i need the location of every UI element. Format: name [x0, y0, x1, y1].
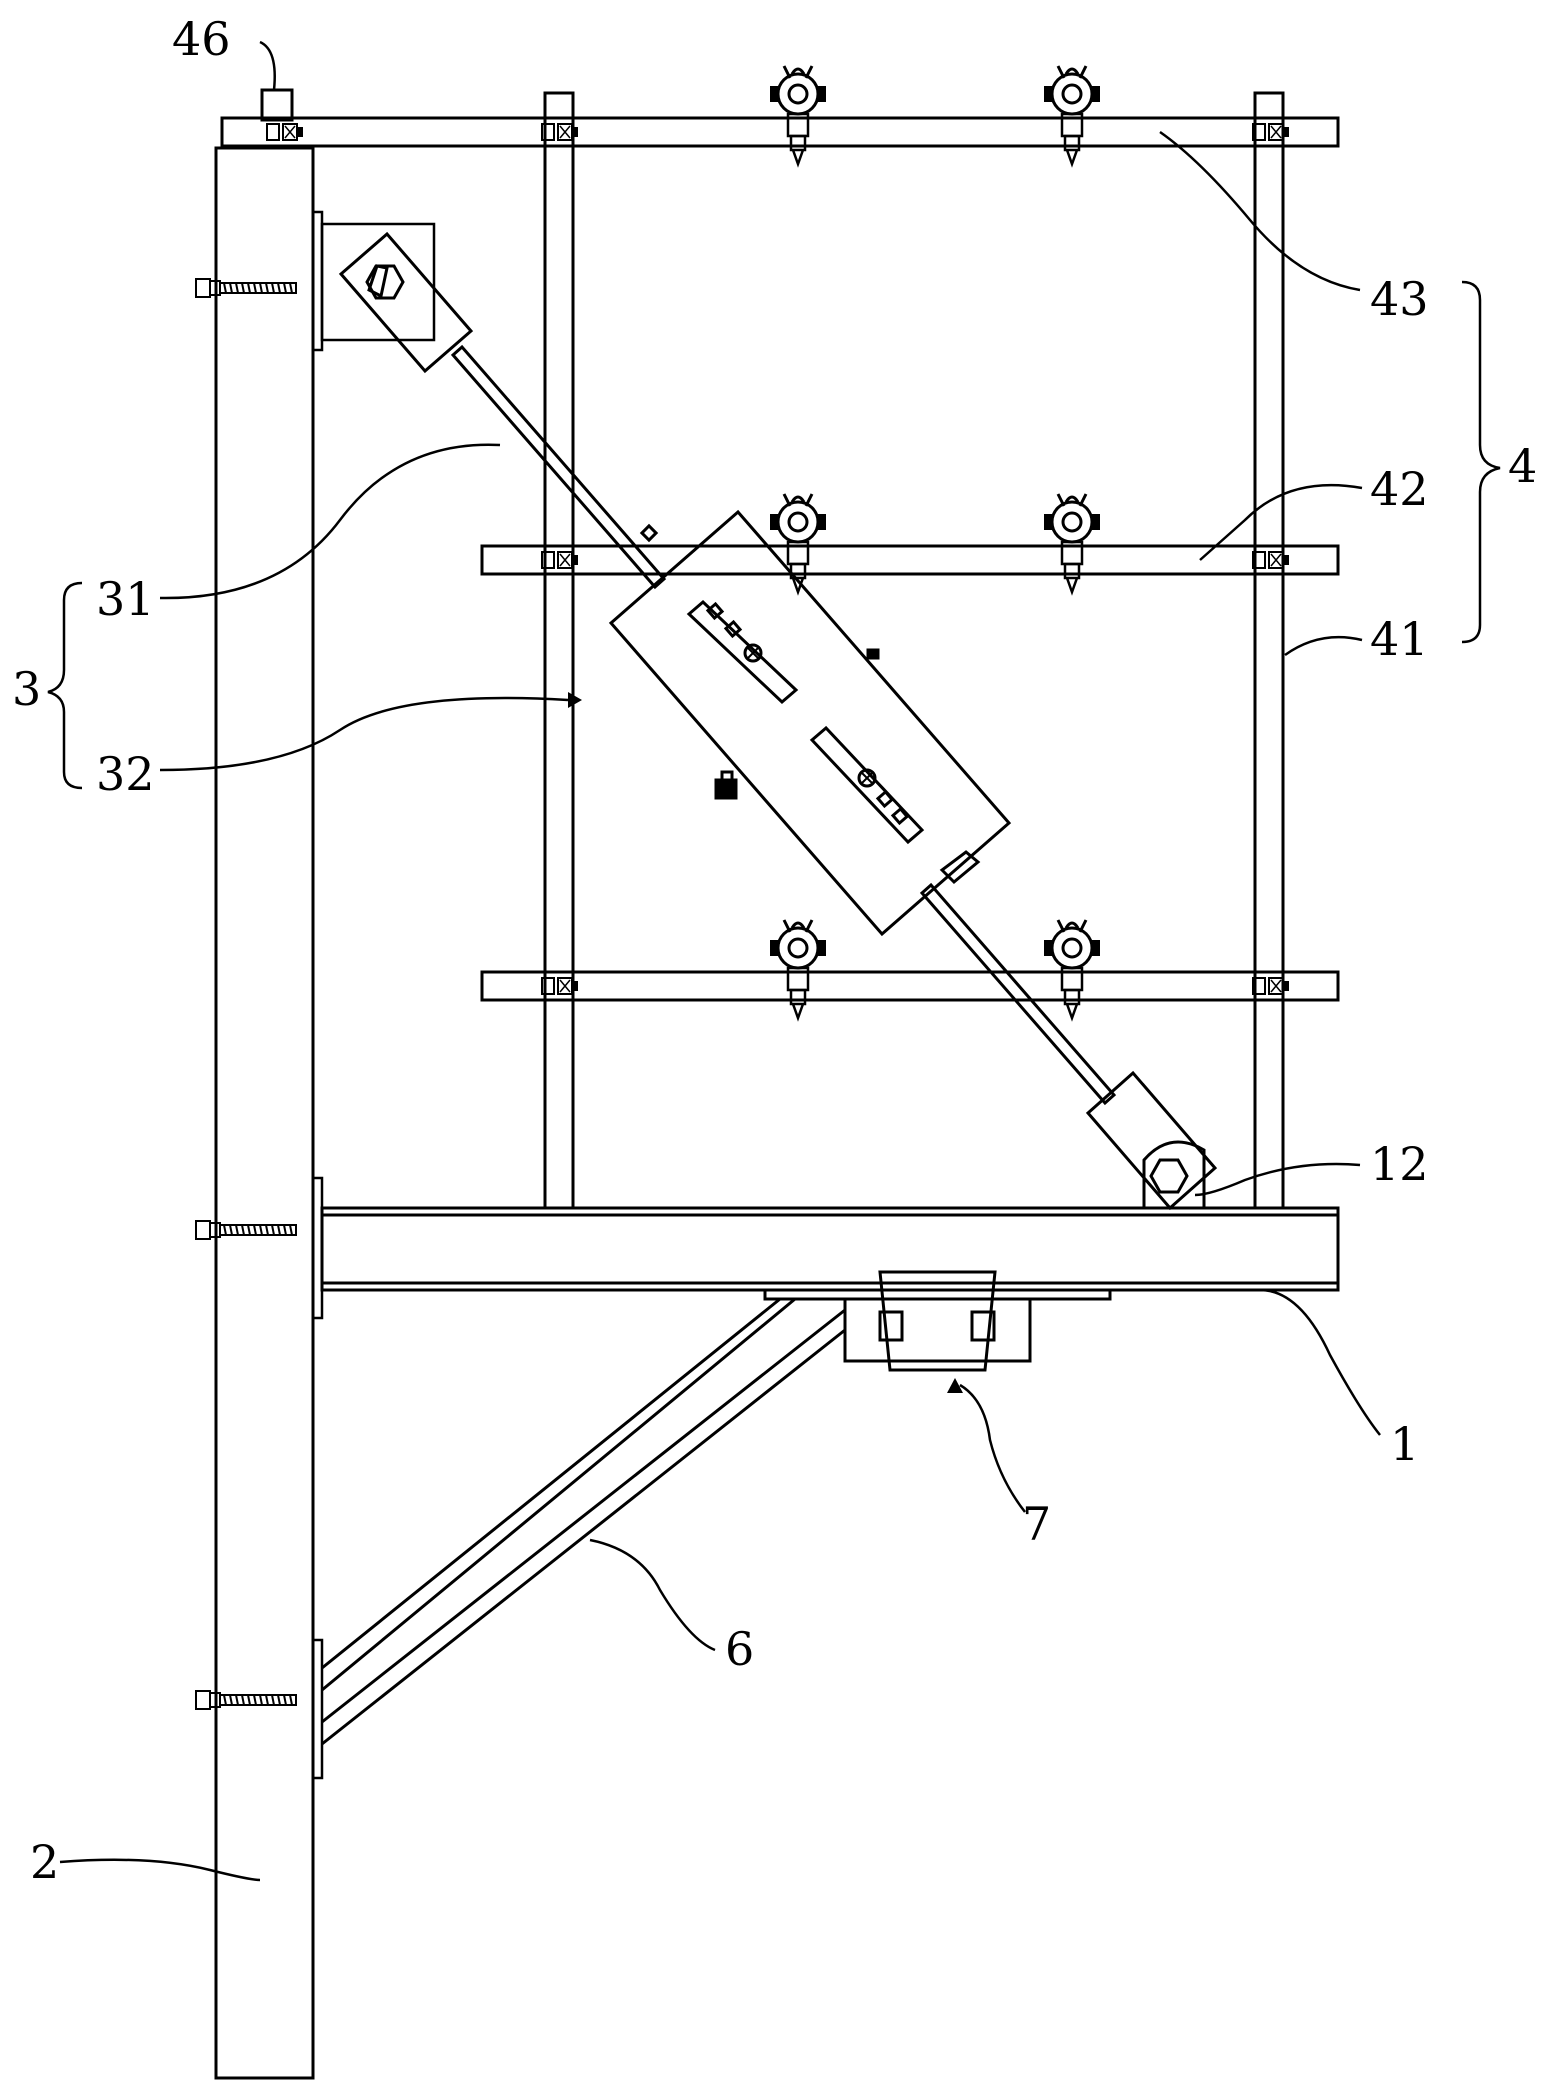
label-6: 6 [725, 1622, 754, 1676]
label-12: 12 [1370, 1137, 1429, 1191]
lower-rail [482, 972, 1338, 1000]
upright-tubes-41 [545, 93, 1283, 1208]
vertical-column-2 [216, 148, 313, 2078]
diagonal-rod-31 [341, 234, 1215, 1208]
label-7: 7 [1022, 1497, 1051, 1551]
leader-lines [60, 42, 1380, 1880]
hex-nut-lower [1151, 1160, 1187, 1192]
label-41: 41 [1370, 612, 1429, 666]
label-43: 43 [1370, 272, 1429, 326]
label-3: 3 [12, 662, 41, 716]
label-46: 46 [172, 12, 231, 66]
diagonal-brace-6 [322, 1299, 845, 1744]
horizontal-beam-1 [322, 1208, 1338, 1290]
trolley-7 [765, 1272, 1110, 1370]
label-32: 32 [96, 747, 155, 801]
label-4: 4 [1508, 439, 1537, 493]
label-42: 42 [1370, 462, 1429, 516]
anchor-bolts [196, 279, 296, 1709]
swivel-couplers [770, 66, 1100, 1018]
label-1: 1 [1390, 1417, 1419, 1471]
label-2: 2 [30, 1835, 59, 1889]
label-31: 31 [96, 572, 155, 626]
